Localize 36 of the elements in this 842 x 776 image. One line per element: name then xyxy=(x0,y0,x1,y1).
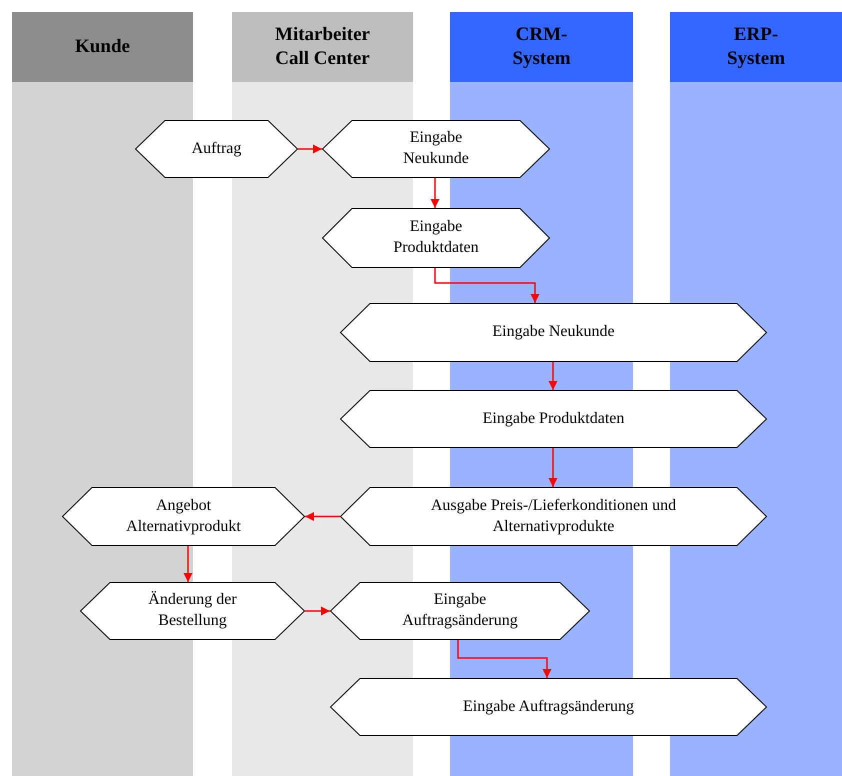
arrow xyxy=(434,268,540,303)
step-label: Eingabe Auftragsänderung xyxy=(401,590,519,631)
process-hexagon xyxy=(340,390,767,448)
process-hexagon xyxy=(322,208,550,268)
process-hexagon xyxy=(340,487,767,546)
arrow xyxy=(305,512,340,521)
step-label: Eingabe Neukunde xyxy=(492,322,615,342)
step-label: Eingabe Produktdaten xyxy=(392,217,480,258)
lane-header xyxy=(670,12,842,82)
step-label: Angebot Alternativprodukt xyxy=(125,496,242,536)
lane-title: CRM- System xyxy=(512,23,572,71)
process-hexagon xyxy=(80,582,305,640)
lane-header xyxy=(12,12,193,82)
process-hexagon xyxy=(62,487,305,546)
process-hexagon xyxy=(340,303,767,362)
arrow xyxy=(298,144,322,154)
step-label: Eingabe Produktdaten xyxy=(482,408,624,429)
arrow xyxy=(430,178,440,208)
lane-header xyxy=(450,12,633,82)
step-label: Eingabe Auftragsänderung xyxy=(462,696,634,717)
step-label: Ausgabe Preis-/Lieferkonditionen und Alternativprodukte xyxy=(430,496,678,536)
arrow xyxy=(305,606,330,616)
arrow xyxy=(184,546,192,582)
step-label: Auftrag xyxy=(192,138,242,159)
arrow xyxy=(548,362,558,390)
step-label: Eingabe Neukunde xyxy=(402,128,470,169)
lane-title: Mitarbeiter Call Center xyxy=(274,23,371,71)
process-hexagon xyxy=(330,678,767,736)
lane-title: Kunde xyxy=(75,35,130,59)
process-hexagon xyxy=(135,120,298,178)
arrow xyxy=(457,640,552,678)
lane-header xyxy=(232,12,413,82)
step-label: Änderung der Bestellung xyxy=(147,590,238,631)
process-hexagon xyxy=(322,120,550,178)
arrow xyxy=(548,448,558,487)
lane-title: ERP- System xyxy=(726,23,786,71)
